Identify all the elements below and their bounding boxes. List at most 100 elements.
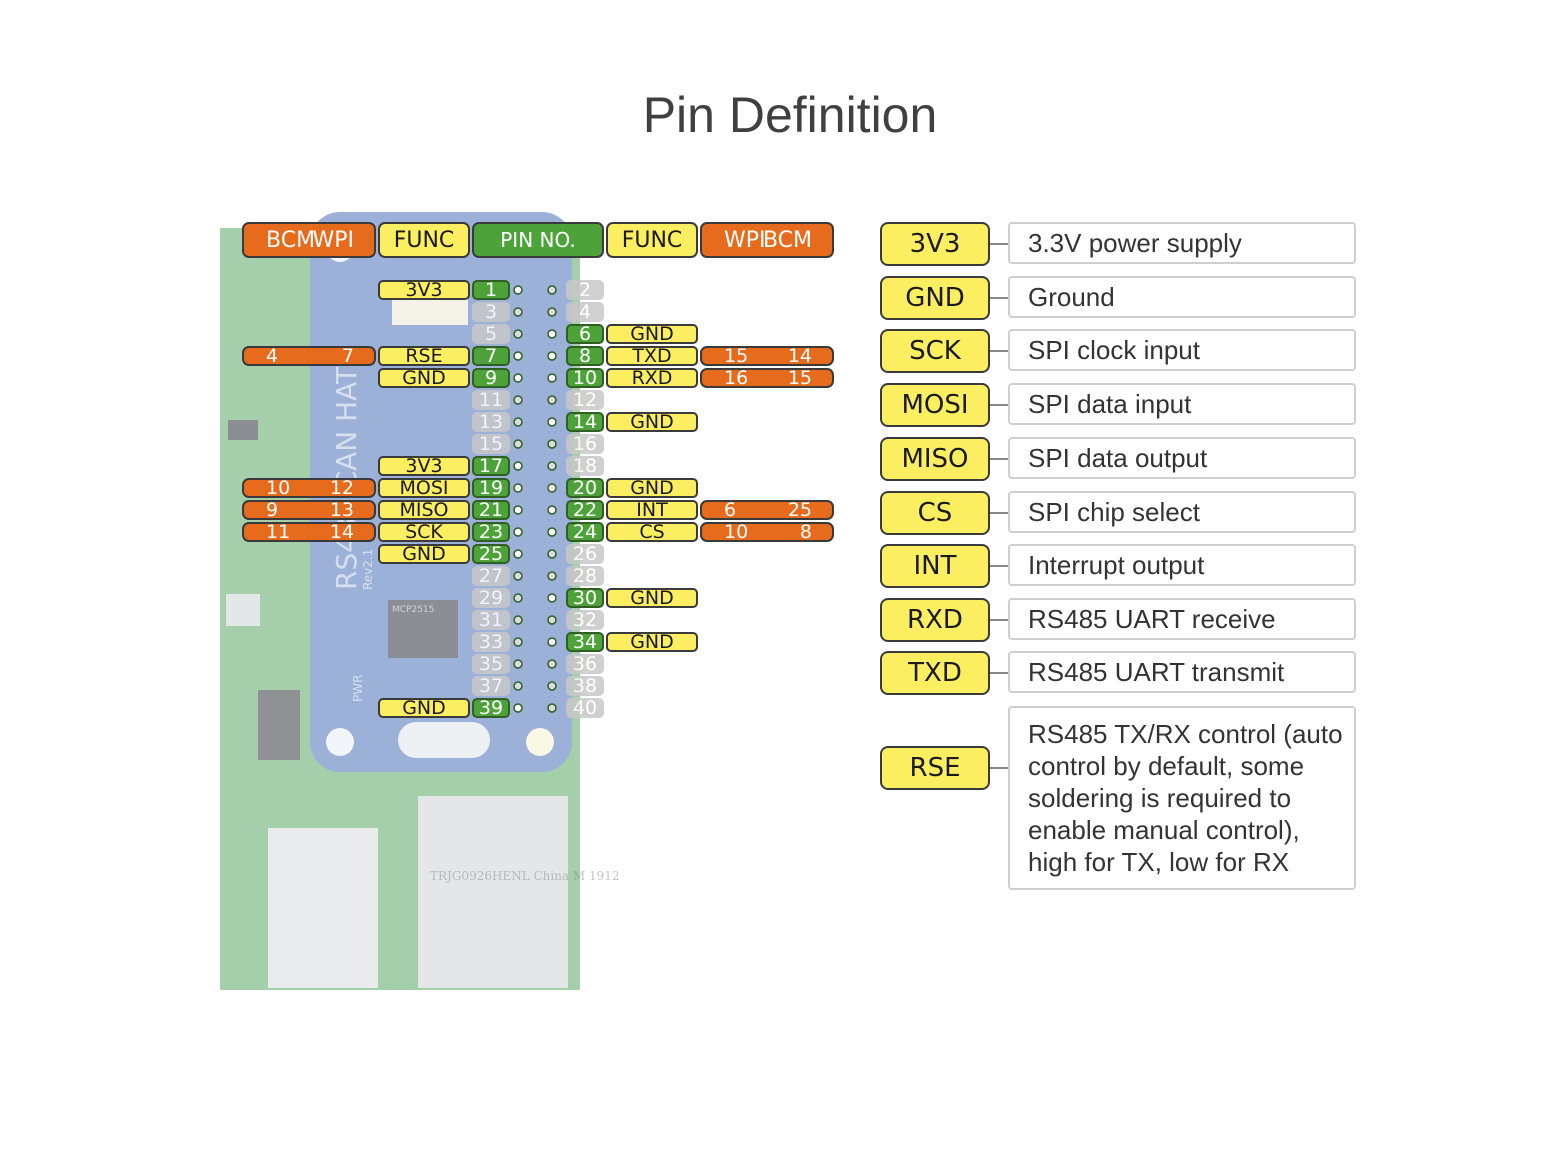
right-pin-dot-30 [547,593,557,603]
left-bcm-wpi-23-first: 11 [266,521,291,543]
left-func-19: MOSI [378,477,470,499]
right-pin-4: 4 [566,301,604,323]
legend-desc-rse: RS485 TX/RX control (auto control by def… [1008,706,1356,890]
right-func-8: TXD [606,345,698,367]
right-pin-30: 30 [566,587,604,609]
right-pin-dot-10 [547,373,557,383]
left-pin-dot-25 [513,549,523,559]
left-pin-1: 1 [472,279,510,301]
left-pin-5: 5 [472,323,510,345]
right-pin-8: 8 [566,345,604,367]
legend-desc-txd: RS485 UART transmit [1008,651,1356,693]
right-pin-40: 40 [566,697,604,719]
left-pin-29: 29 [472,587,510,609]
rev-label: Rev2.1 [361,549,375,590]
terminal-block [392,295,468,325]
mount-hole-bottom-left [326,728,354,756]
right-pin-dot-26 [547,549,557,559]
jack-label: TRJG0926HENL China M 1912 [430,869,620,883]
left-func-21: MISO [378,499,470,521]
left-pin-dot-39 [513,703,523,713]
left-pin-dot-23 [513,527,523,537]
right-pin-dot-40 [547,703,557,713]
legend-connector-cs [990,512,1008,514]
left-bcm-wpi-7-second: 7 [341,345,354,367]
right-pin-16: 16 [566,433,604,455]
left-pin-19: 19 [472,477,510,499]
right-pin-dot-14 [547,417,557,427]
left-pin-dot-35 [513,659,523,669]
left-pin-dot-19 [513,483,523,493]
left-pin-3: 3 [472,301,510,323]
legend-connector-miso [990,458,1008,460]
left-bcm-wpi-23-second: 14 [329,521,354,543]
left-pin-dot-9 [513,373,523,383]
header-pin-dots [513,285,557,713]
left-pin-17: 17 [472,455,510,477]
right-wpi-bcm-10-second: 15 [787,367,812,389]
right-pin-dot-2 [547,285,557,295]
right-func-30: GND [606,587,698,609]
right-pin-38: 38 [566,675,604,697]
right-pin-dot-18 [547,461,557,471]
legend-connector-rse [990,767,1008,769]
legend-desc-sck: SPI clock input [1008,329,1356,371]
right-wpi-bcm-22-second: 25 [787,499,812,521]
right-pin-34: 34 [566,631,604,653]
legend-tag-miso: MISO [880,437,990,481]
left-pin-dot-37 [513,681,523,691]
left-pin-dot-15 [513,439,523,449]
right-pin-28: 28 [566,565,604,587]
legend-tag-int: INT [880,544,990,588]
legend-connector-txd [990,672,1008,674]
left-pin-23: 23 [472,521,510,543]
right-pin-24: 24 [566,521,604,543]
crystal [398,722,490,758]
legend-desc-mosi: SPI data input [1008,383,1356,425]
left-func-39: GND [378,697,470,719]
left-bcm-wpi-23: 11 14 [242,521,376,543]
chip-label: MCP2515 [392,605,434,615]
left-pin-dot-3 [513,307,523,317]
right-pin-dot-16 [547,439,557,449]
legend-desc-cs: SPI chip select [1008,491,1356,533]
left-func-1: 3V3 [378,279,470,301]
right-pin-dot-8 [547,351,557,361]
right-pin-12: 12 [566,389,604,411]
header-right-wpi-bcm-second: BCM [762,227,812,253]
header-right-wpi-bcm-first: WPI [724,227,766,253]
legend-tag-rse: RSE [880,746,990,790]
legend-tag-rxd: RXD [880,598,990,642]
left-pin-27: 27 [472,565,510,587]
small-component-1 [228,420,258,440]
mount-hole-bottom-right [526,728,554,756]
right-wpi-bcm-24-second: 8 [799,521,812,543]
header-left-bcm-wpi-second: WPI [312,227,354,253]
left-func-9: GND [378,367,470,389]
left-pin-13: 13 [472,411,510,433]
legend-desc-miso: SPI data output [1008,437,1356,479]
right-wpi-bcm-24-first: 10 [724,521,749,543]
legend-tag-txd: TXD [880,651,990,695]
legend-desc-3v3: 3.3V power supply [1008,222,1356,264]
left-bcm-wpi-19-first: 10 [266,477,291,499]
left-pin-31: 31 [472,609,510,631]
right-func-6: GND [606,323,698,345]
right-func-34: GND [606,631,698,653]
left-pin-7: 7 [472,345,510,367]
right-pin-dot-36 [547,659,557,669]
legend-connector-int [990,565,1008,567]
legend-tag-cs: CS [880,491,990,535]
page-title: Pin Definition [642,87,938,143]
left-pin-dot-17 [513,461,523,471]
left-pin-dot-1 [513,285,523,295]
left-bcm-wpi-21-first: 9 [266,499,279,521]
left-pin-11: 11 [472,389,510,411]
legend-desc-int: Interrupt output [1008,544,1356,586]
left-pin-21: 21 [472,499,510,521]
mcp-chip [388,600,458,658]
